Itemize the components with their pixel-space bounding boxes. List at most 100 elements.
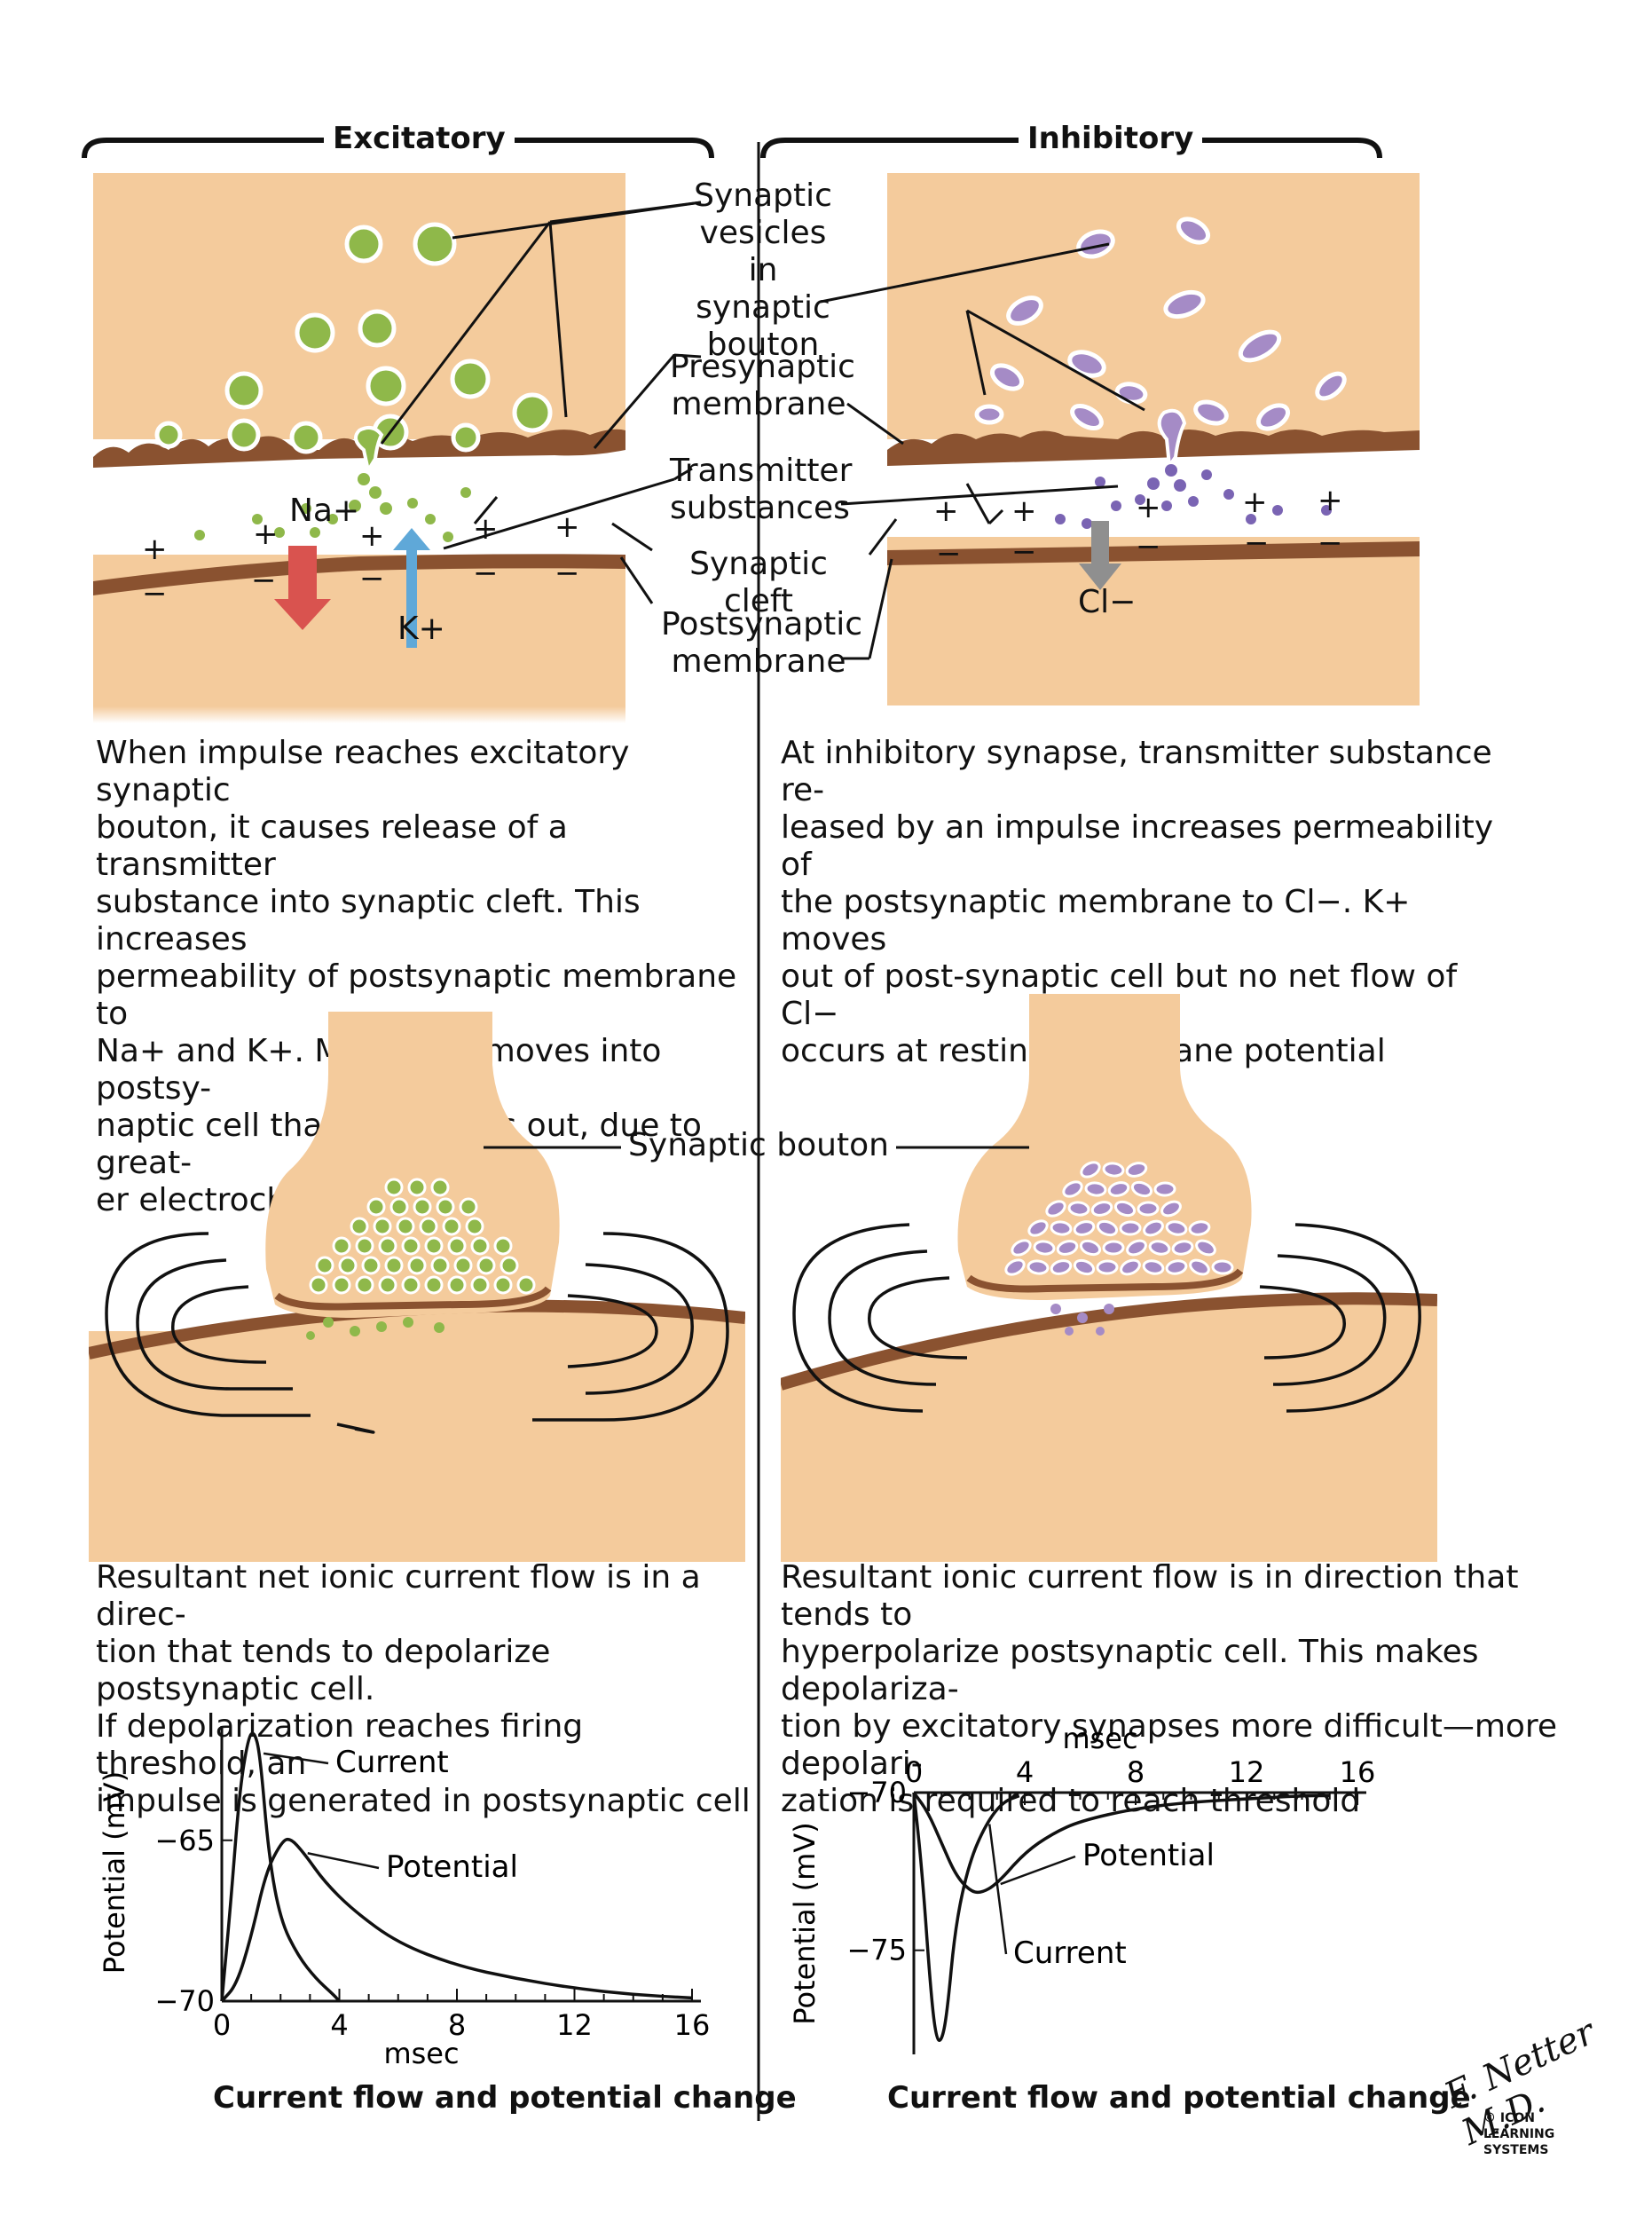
series-line-potential [220,1837,693,2003]
cl-arrow [1079,521,1121,590]
bouton-vesicle [332,1236,351,1256]
bouton-vesicle [493,1236,513,1256]
postsynaptic-cell-inhib [887,537,1420,705]
bouton-vesicle [338,1256,358,1275]
excitatory-header: Excitatory [324,121,515,156]
bouton-vesicle [1130,1180,1153,1198]
bouton-vesicle [361,1256,381,1275]
bouton-vesicle [465,1217,484,1236]
x-tick-label: 16 [1340,1755,1376,1789]
bouton-vesicle [430,1256,450,1275]
svg-text:+: + [473,511,499,547]
bouton-vesicle [447,1236,467,1256]
series-leader [1000,1855,1076,1886]
bouton-vesicle [424,1275,444,1295]
inhibitory-synapse-panel: +− +− +− +− +− [887,173,1420,705]
icon-logo: © ICON LEARNING SYSTEMS [1483,2111,1555,2157]
inhibitory-chart-caption: Current flow and potential change [887,2080,1471,2116]
charge-signs: +− +− +− +− +− [142,509,580,611]
bouton-label-lines [484,1146,1029,1149]
presynaptic-membrane-inhib [887,430,1420,466]
bouton-vesicle [366,1197,386,1217]
bouton-vesicle [350,1217,369,1236]
synaptic-cleft-label: Synaptic cleft [689,546,828,619]
svg-text:−: − [359,561,385,596]
bouton-vesicle [401,1236,421,1256]
inhibitory-header: Inhibitory [1019,121,1203,156]
inhibitory-current-flow-panel [781,994,1437,1562]
bouton-vesicle [1027,1219,1049,1237]
bouton-vesicle [396,1217,415,1236]
inhibitory-description-2: Resultant ionic current flow is in direc… [781,1559,1558,1819]
bouton-vesicle [1126,1239,1147,1257]
y-axis-label: Potential (mV) [788,1822,822,2024]
bouton-vesicle [436,1197,455,1217]
bouton-vesicle [1142,1259,1165,1275]
bouton-vesicle [407,1256,427,1275]
series-leader [307,1852,380,1870]
bouton-vesicle [1004,1258,1026,1276]
bouton-vesicle [1120,1258,1141,1276]
series-line-current [220,1731,341,2003]
bouton-vesicle [373,1217,392,1236]
series-leader [988,1824,1008,1955]
excitatory-chart-caption: Current flow and potential change [213,2080,797,2116]
postsynaptic-membrane-label: Postsynaptic membrane [661,606,863,680]
bouton-vesicle [470,1275,490,1295]
bouton-vesicle [1062,1180,1083,1198]
bouton-vesicle [424,1236,444,1256]
bouton-vesicle [1080,1161,1101,1178]
bouton-vesicle [1188,1220,1211,1236]
bouton-vesicle [315,1256,334,1275]
label-pointer-lines [380,201,1145,660]
y-tick-label: −65 [154,1824,215,1857]
svg-text:−: − [1244,525,1270,561]
svg-text:−: − [1011,534,1037,570]
bouton-vesicle [1079,1239,1102,1257]
bouton-vesicle [1027,1259,1050,1275]
bouton-vesicle [1165,1259,1188,1275]
bouton-vesicle [1102,1240,1125,1256]
svg-text:−: − [1318,525,1343,561]
y-tick-label: −75 [846,1934,907,1967]
bouton-vesicle [1107,1181,1130,1197]
svg-text:−: − [936,536,962,571]
svg-text:+: + [933,493,959,529]
svg-text:+: + [359,518,385,554]
inhibitory-transmitter-dots [1055,464,1332,529]
svg-text:+: + [1318,483,1343,518]
bouton-vesicle [407,1178,427,1197]
svg-text:+: + [1242,485,1268,520]
excitatory-transmitter-dots [194,473,471,542]
bouton-vesicle [1189,1258,1210,1276]
bouton-vesicle [1171,1240,1194,1256]
bouton-vesicle [355,1236,374,1256]
svg-text:+: + [253,516,279,552]
na-arrow [274,546,331,630]
bouton-vesicle [476,1256,496,1275]
bouton-vesicle [430,1178,450,1197]
k-arrow [393,528,430,648]
bouton-vesicle [355,1275,374,1295]
bouton-vesicle [1045,1200,1066,1218]
x-tick-label: 12 [556,2008,593,2042]
presynaptic-membrane-label: Presynaptic membrane [670,349,855,422]
bouton-vesicle [1056,1240,1079,1256]
bouton-vesicle [516,1275,536,1295]
svg-text:−: − [555,556,580,591]
series-label-current: Current [335,1745,449,1780]
excitatory-description-2: Resultant net ionic current flow is in a… [96,1559,751,1819]
bouton-vesicle [1160,1200,1182,1218]
y-axis-label: Potential (mV) [98,1771,131,1974]
bouton-vesicle [1011,1239,1032,1257]
x-tick-label: 12 [1229,1755,1265,1789]
current-loops-left-inhib [792,1223,968,1413]
bouton-vesicle [332,1275,351,1295]
bouton-vesicle [453,1256,473,1275]
svg-text:+: + [1136,490,1161,525]
inhib-bouton-transmitter [1050,1304,1114,1336]
current-loops-right [532,1232,729,1422]
